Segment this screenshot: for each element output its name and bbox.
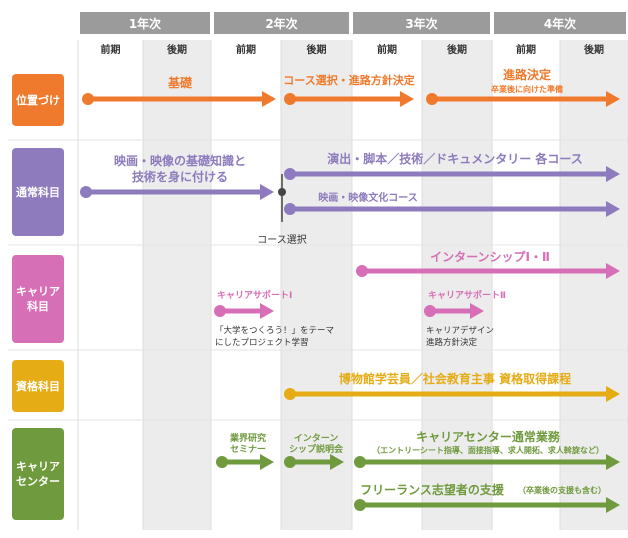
support2-text: キャリアサポートⅡ — [428, 289, 506, 301]
course-select-note: コース選択 — [257, 233, 307, 246]
center-regular-sub: （エントリーシート指導、面接指導、求人開拓、求人斡旋など） — [372, 445, 604, 455]
year-header-label: 3年次 — [405, 16, 437, 31]
qualification-arrow-start-dot — [284, 388, 296, 400]
regular-basic-text: 映画・映像の基礎知識と — [114, 153, 246, 168]
year-header-label: 4年次 — [544, 16, 576, 31]
regular-culture-text: 映画・映像文化コース — [318, 191, 418, 204]
year-header-3 — [353, 12, 490, 34]
regular-basic-text: 技術を身に付ける — [132, 169, 228, 184]
course-select-dot — [278, 188, 286, 196]
term-column-shade — [422, 40, 492, 530]
term-label: 前期 — [516, 43, 536, 56]
term-label: 前期 — [101, 43, 121, 56]
year-header-2 — [214, 12, 349, 34]
row-label-regular-text: 通常科目 — [16, 185, 60, 199]
position-kiso-arrow-head — [262, 91, 276, 107]
regular-courses-arrow-start-dot — [284, 168, 296, 180]
seminar-arrow-head — [260, 454, 274, 470]
support2-arrow-start-dot — [424, 305, 436, 317]
center-regular-text: キャリアセンター通常業務 — [416, 429, 561, 444]
term-label: 後期 — [307, 43, 327, 56]
regular-courses-arrow-head — [606, 166, 620, 182]
position-kiso-text: 基礎 — [167, 75, 193, 90]
position-kiso-arrow-start-dot — [82, 93, 94, 105]
row-label-position — [12, 74, 64, 126]
seminar-arrow-start-dot — [216, 456, 228, 468]
intern-briefing-text: インターン — [294, 432, 339, 444]
row-label-qualification-text: 資格科目 — [16, 379, 60, 393]
qualification-arrow-head — [606, 386, 620, 402]
term-label: 前期 — [236, 43, 256, 56]
term-column-shade — [560, 40, 628, 530]
internship-arrow-start-dot — [356, 265, 368, 277]
year-header-4 — [494, 12, 626, 34]
row-label-career-center-text: センター — [16, 475, 60, 488]
position-course-arrow-head — [400, 91, 414, 107]
support2-note: キャリアデザイン — [426, 325, 494, 336]
freelance-arrow-start-dot — [354, 499, 366, 511]
freelance-text: フリーランス志望者の支援 — [360, 482, 505, 497]
center-regular-arrow-head — [606, 454, 620, 470]
intern-briefing-text: シップ説明会 — [289, 443, 344, 455]
support2-arrow-head — [470, 303, 484, 319]
qualification-text: 博物館学芸員／社会教育主事 資格取得課程 — [339, 371, 571, 386]
row-label-career-subject-text: キャリア — [16, 285, 60, 298]
year-header-label: 2年次 — [265, 16, 297, 31]
intern-briefing-arrow-start-dot — [284, 456, 296, 468]
intern-briefing-arrow-head — [330, 454, 344, 470]
regular-basic-arrow-start-dot — [80, 186, 92, 198]
row-label-qualification — [12, 360, 64, 412]
support1-note: にしたプロジェクト学習 — [215, 337, 309, 348]
internship-text: インターンシップⅠ・Ⅱ — [430, 249, 550, 264]
support2-note: 進路方針決定 — [426, 337, 478, 348]
row-label-career-center — [12, 428, 64, 520]
term-column-shade — [143, 40, 211, 530]
freelance-arrow-head — [606, 497, 620, 513]
regular-culture-arrow-start-dot — [284, 203, 296, 215]
center-regular-arrow-start-dot — [354, 456, 366, 468]
row-label-career-subject-text: 科目 — [27, 299, 49, 313]
support1-arrow-start-dot — [214, 305, 226, 317]
regular-courses-text: 演出・脚本／技術／ドキュメンタリー 各コース — [327, 151, 583, 166]
term-label: 後期 — [167, 43, 187, 56]
support1-text: キャリアサポートⅠ — [217, 289, 292, 301]
position-shinro-text: 進路決定 — [503, 67, 551, 82]
term-label: 後期 — [447, 43, 467, 56]
term-label: 前期 — [377, 43, 397, 56]
term-column-shade — [281, 40, 352, 530]
position-course-text: コース選択・進路方針決定 — [283, 73, 414, 87]
year-header-label: 1年次 — [129, 16, 161, 31]
row-label-regular — [12, 148, 64, 236]
year-header-1 — [80, 12, 210, 34]
term-label: 後期 — [584, 43, 604, 56]
row-label-career-subject — [12, 255, 64, 343]
position-shinro-arrow-start-dot — [426, 93, 438, 105]
position-course-arrow-start-dot — [284, 93, 296, 105]
seminar-text: セミナー — [230, 444, 266, 455]
regular-basic-arrow-head — [260, 184, 274, 200]
regular-culture-arrow-head — [606, 201, 620, 217]
internship-arrow-head — [606, 263, 620, 279]
position-shinro-arrow-head — [606, 91, 620, 107]
position-shinro-sub: 卒業後に向けた準備 — [491, 84, 563, 94]
freelance-sub: （卒業後の支援も含む） — [518, 485, 606, 495]
seminar-text: 業界研究 — [229, 432, 266, 444]
support1-arrow-head — [260, 303, 274, 319]
support1-note: 「大学をつくろう！」をテーマ — [215, 325, 334, 336]
row-label-position-text: 位置づけ — [16, 93, 60, 107]
row-label-career-center-text: キャリア — [16, 460, 60, 473]
